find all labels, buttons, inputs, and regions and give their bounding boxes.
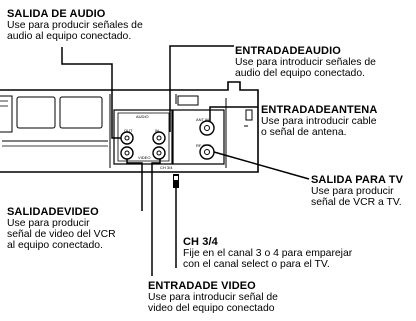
panel-audio-label: AUDIO (136, 114, 149, 119)
callout-salida-video-line-3: al equipo conectado. (7, 240, 103, 251)
panel-ant-in-label: ANT IN (196, 117, 209, 122)
callout-entrada-audio-title: ENTRADADEAUDIO (235, 45, 341, 57)
leader-entrada-video (151, 159, 161, 276)
callout-salida-audio-title: SALIDA DE AUDIO (7, 8, 106, 20)
callout-ch34-line-2: con el canal select o para el TV. (183, 259, 330, 270)
leader-salida-video (126, 159, 143, 211)
callout-entrada-antena: ENTRADADEANTENA Use para introducir cabl… (261, 104, 377, 138)
leader-entrada-audio (169, 45, 234, 132)
video-in-jack (152, 146, 166, 160)
callout-salida-audio-line-1: Use para producir señales de (7, 20, 143, 31)
callout-salida-audio-line-2: audio al equipo conectado. (7, 31, 132, 42)
callout-entrada-antena-line-1: Use para introducir cable (261, 116, 377, 127)
callout-ch34: CH 3/4 Fije en el canal 3 o 4 para empar… (183, 236, 352, 270)
callout-entrada-antena-line-2: o señal de antena. (261, 127, 347, 138)
panel-out-label: OUT (124, 128, 133, 133)
panel-in-label: IN (155, 128, 159, 133)
callout-salida-video-title: SALIDADEVIDEO (7, 206, 99, 218)
video-out-jack (120, 146, 134, 160)
callout-salida-tv: SALIDA PARA TV Use para producir señal d… (311, 174, 403, 208)
leader-salida-tv (213, 151, 310, 180)
callout-entrada-video-line-2: video del equipo conectado (148, 303, 275, 314)
callout-salida-video: SALIDADEVIDEO Use para producir señal de… (7, 206, 116, 251)
panel-ch-label: CH 3/4 (160, 165, 173, 170)
callout-salida-video-line-2: señal de video del VCR (7, 229, 116, 240)
callout-ch34-line-1: Fije en el canal 3 o 4 para emparejar (183, 248, 353, 259)
leader-entrada-antena (209, 106, 258, 121)
callout-salida-tv-line-1: Use para producir (311, 186, 394, 197)
callout-entrada-video-title: ENTRADADE VIDEO (148, 280, 256, 292)
jack-panel (113, 109, 225, 165)
callout-entrada-audio: ENTRADADEAUDIO Use para introducir señal… (235, 45, 376, 79)
callout-entrada-audio-line-2: audio del equipo conectado. (235, 68, 365, 79)
callout-entrada-video-line-1: Use para introducir señal de (148, 292, 278, 303)
leader-salida-audio (61, 47, 121, 139)
callout-salida-tv-title: SALIDA PARA TV (311, 174, 404, 186)
panel-video-label: VIDEO (138, 155, 150, 160)
callout-salida-tv-line-2: señal de VCR a TV. (311, 197, 402, 208)
callout-salida-video-line-1: Use para producir (7, 218, 90, 229)
audio-out-jack (120, 131, 134, 145)
callout-entrada-antena-title: ENTRADADEANTENA (261, 104, 378, 116)
callout-ch34-title: CH 3/4 (183, 236, 218, 248)
rf-out-jack (199, 144, 215, 160)
callout-entrada-audio-line-1: Use para introducir señales de (235, 57, 376, 68)
leader-lines (61, 45, 310, 276)
ch-switch (173, 174, 179, 188)
callout-entrada-video: ENTRADADE VIDEO Use para introducir seña… (148, 280, 278, 314)
callout-salida-audio: SALIDA DE AUDIO Use para producir señale… (7, 8, 143, 42)
antenna-in-jack (199, 120, 215, 136)
vcr-body (0, 81, 259, 173)
audio-in-jack (152, 131, 166, 145)
